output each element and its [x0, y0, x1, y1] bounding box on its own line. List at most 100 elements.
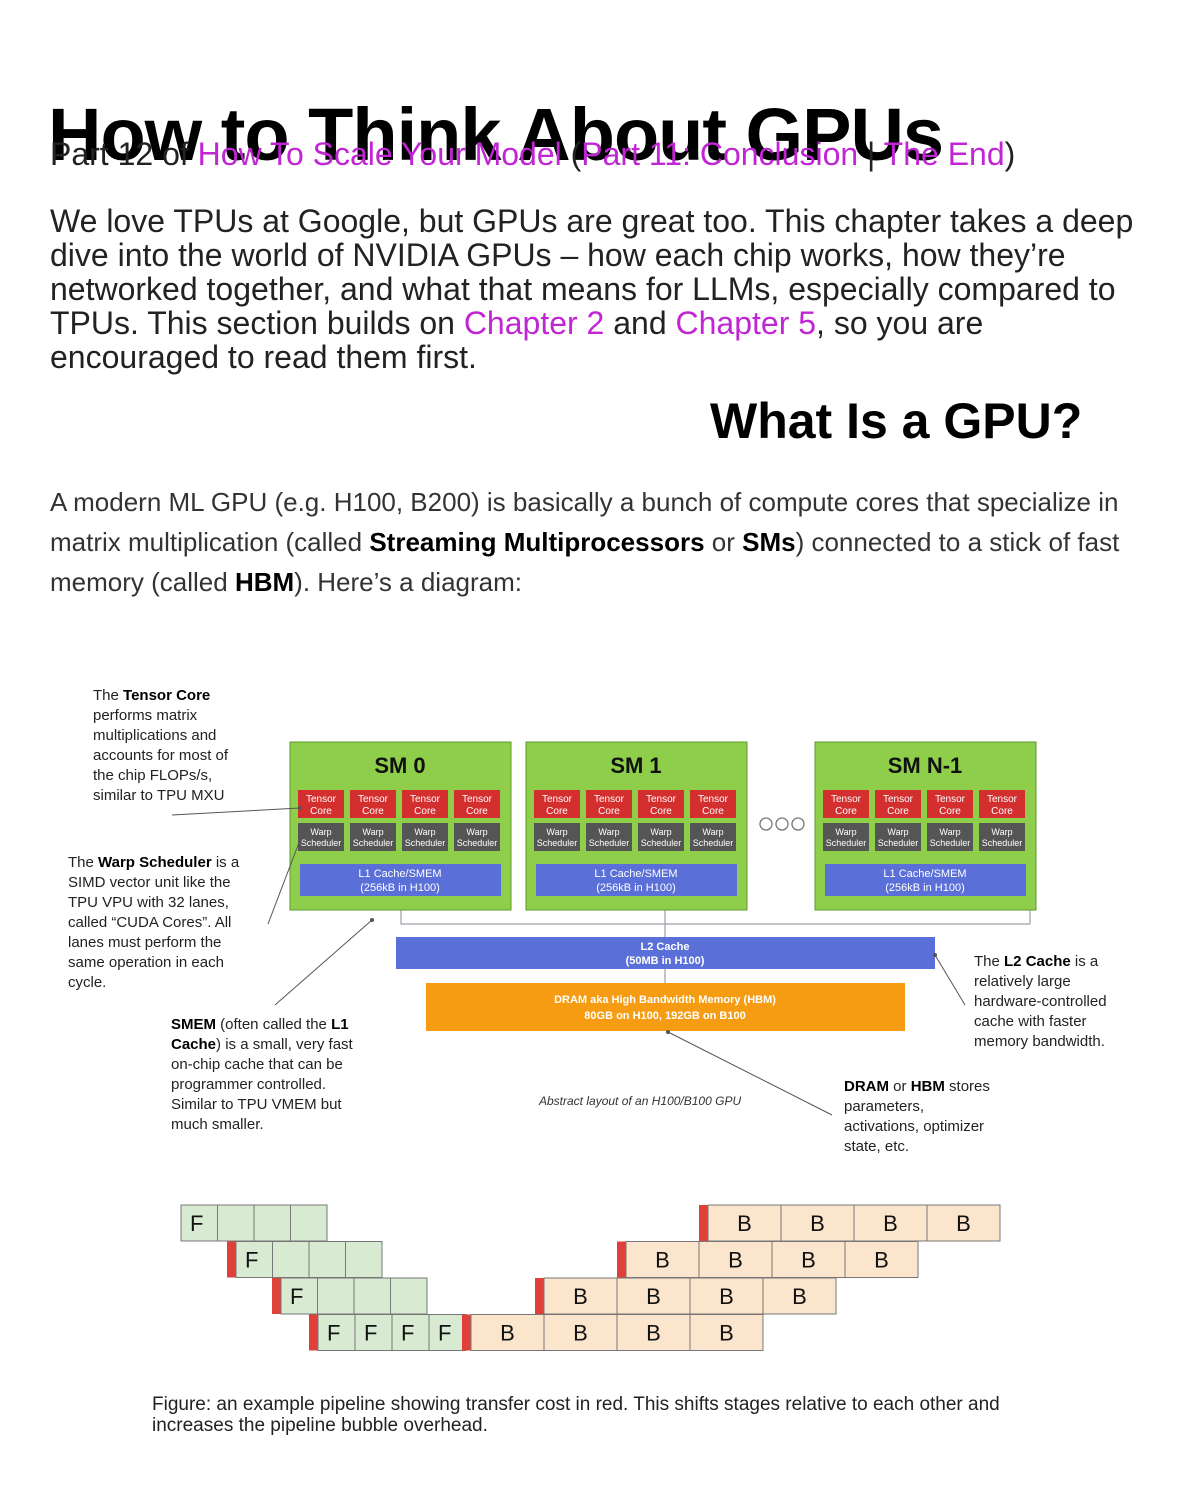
transfer-cost-mark	[617, 1241, 626, 1278]
tensor-core-label: Core	[650, 806, 672, 817]
warp-scheduler-box	[927, 823, 973, 851]
tensor-core-label: Core	[887, 806, 909, 817]
smem-pointer-line	[274, 919, 373, 1006]
dram-pointer-line	[667, 1031, 833, 1116]
caption-text: an example pipeline showing transfer cos…	[152, 1394, 1000, 1436]
tensor-core-label: Tensor	[410, 794, 441, 805]
warp-scheduler-box	[875, 823, 921, 851]
forward-cell	[345, 1241, 383, 1278]
transfer-cost-mark	[462, 1314, 471, 1351]
l2-cache-note-segment: relatively large	[974, 973, 1071, 990]
warp-scheduler-label: Warp	[887, 827, 908, 837]
book-link[interactable]: How To Scale Your Model	[197, 136, 562, 172]
tensor-core-box	[823, 790, 869, 818]
tensor-core-label: Tensor	[306, 794, 337, 805]
smem-note-segment: SMEM	[171, 1016, 216, 1033]
forward-cell-label: F	[438, 1321, 451, 1346]
l2-cache-note-segment: is a	[1071, 953, 1099, 970]
forward-cell	[390, 1277, 428, 1315]
pointer-dot	[666, 1030, 670, 1034]
body-bold-sm: Streaming Multiprocessors	[369, 527, 705, 557]
caption-label: Figure:	[152, 1394, 212, 1415]
backward-cell-label: B	[719, 1321, 734, 1346]
l1-cache-label: L1 Cache/SMEM	[883, 868, 966, 880]
tensor-core-label: Tensor	[883, 794, 914, 805]
warp-scheduler-note-segment: SIMD vector unit like the	[68, 874, 231, 891]
tensor-core-box	[875, 790, 921, 818]
dram-note-segment: activations, optimizer	[844, 1118, 984, 1135]
warp-scheduler-label: Warp	[702, 827, 723, 837]
sm-label: SM 1	[610, 753, 661, 778]
tensor-core-label: Core	[835, 806, 857, 817]
warp-scheduler-note-segment: TPU VPU with 32 lanes,	[68, 894, 229, 911]
backward-cell	[771, 1241, 846, 1278]
forward-cell	[354, 1314, 393, 1351]
tensor-core-box	[534, 790, 580, 818]
tensor-core-label: Core	[702, 806, 724, 817]
warp-scheduler-note-segment: lanes must perform the	[68, 934, 221, 951]
warp-scheduler-box	[979, 823, 1025, 851]
forward-cell	[280, 1277, 318, 1315]
l2-cache-box	[396, 937, 935, 969]
smem-note-segment: L1	[331, 1016, 349, 1033]
ellipsis-dot	[759, 817, 773, 831]
backward-cell-label: B	[646, 1284, 661, 1309]
backward-cell	[543, 1314, 618, 1351]
warp-scheduler-label: Scheduler	[693, 838, 734, 848]
warp-scheduler-box	[638, 823, 684, 851]
subtitle-close-paren: )	[1004, 136, 1016, 172]
warp-scheduler-label: Scheduler	[589, 838, 630, 848]
backward-cell-label: B	[728, 1248, 743, 1273]
intro-text-1: We love TPUs at Google, but GPUs are gre…	[50, 203, 1134, 341]
body-text-3: ) connected to a stick of fast memory (c…	[50, 527, 1120, 597]
tensor-core-box	[979, 790, 1025, 818]
backward-cell-label: B	[655, 1248, 670, 1273]
tensor-core-label: Tensor	[698, 794, 729, 805]
tensor-core-label: Core	[414, 806, 436, 817]
backward-cell	[616, 1314, 691, 1351]
warp-scheduler-label: Scheduler	[826, 838, 867, 848]
l1-cache-label: (256kB in H100)	[596, 882, 676, 894]
chapter-5-link[interactable]: Chapter 5	[675, 305, 817, 341]
warp-scheduler-label: Scheduler	[641, 838, 682, 848]
warp-scheduler-label: Warp	[466, 827, 487, 837]
tensor-core-label: Core	[546, 806, 568, 817]
section-heading: What Is a GPU?	[710, 393, 1083, 449]
tensor-core-box	[586, 790, 632, 818]
backward-cell-label: B	[792, 1284, 807, 1309]
pointer-dot	[298, 838, 302, 842]
tensor-core-box	[454, 790, 500, 818]
sm-block-1: SM 1TensorCoreWarpSchedulerTensorCoreWar…	[525, 741, 748, 911]
forward-cell-label: F	[327, 1321, 340, 1346]
warp-scheduler-box	[298, 823, 344, 851]
tensor-core-label: Core	[598, 806, 620, 817]
prev-part-link[interactable]: Part 11: Conclusion	[581, 136, 859, 172]
backward-cell-label: B	[737, 1211, 752, 1236]
ellipsis-dot	[791, 817, 805, 831]
smem-note-segment: on-chip cache that can be	[171, 1056, 343, 1073]
body-text-4: ). Here’s a diagram:	[294, 567, 522, 597]
dram-note-segment: parameters,	[844, 1098, 924, 1115]
forward-cell	[272, 1241, 310, 1278]
backward-cell-label: B	[810, 1211, 825, 1236]
next-part-link[interactable]: The End	[883, 136, 1005, 172]
backward-cell-label: B	[500, 1321, 515, 1346]
chapter-2-link[interactable]: Chapter 2	[463, 305, 605, 341]
forward-cell	[235, 1241, 273, 1278]
warp-pointer-line	[267, 839, 301, 925]
tensor-core-label: Tensor	[935, 794, 966, 805]
tensor-core-note-segment: multiplications and	[93, 727, 216, 744]
backward-cell	[470, 1314, 545, 1351]
transfer-cost-mark	[272, 1278, 281, 1314]
tensor-core-label: Core	[466, 806, 488, 817]
forward-cell-label: F	[364, 1321, 377, 1346]
warp-scheduler-label: Scheduler	[353, 838, 394, 848]
dram-label: DRAM aka High Bandwidth Memory (HBM)	[554, 994, 776, 1006]
l2-cache-label: L2 Cache	[641, 941, 690, 953]
dram-box	[426, 983, 905, 1031]
